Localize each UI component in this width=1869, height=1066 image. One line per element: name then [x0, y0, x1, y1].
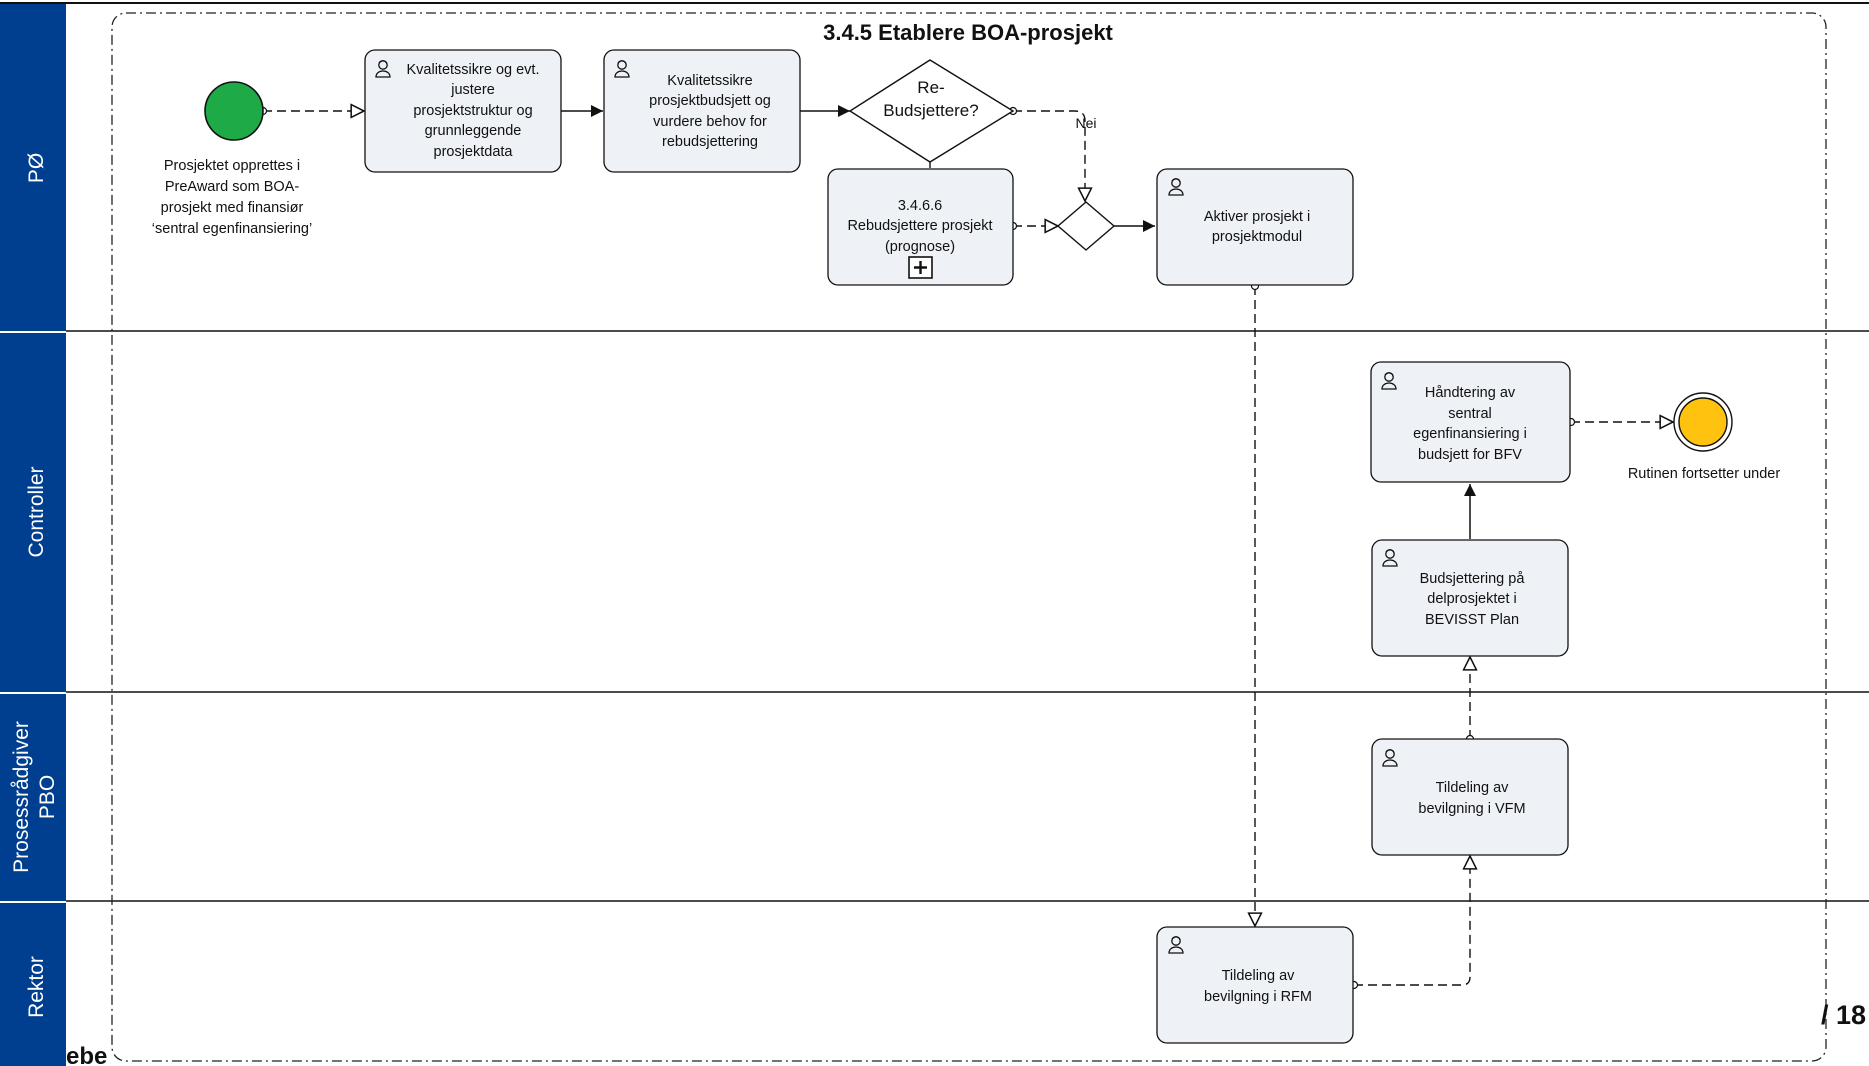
svg-text:vurdere behov for: vurdere behov for [653, 114, 767, 130]
svg-text:Prosjektet opprettes i: Prosjektet opprettes i [164, 158, 300, 174]
lane-label-controller: Controller [25, 466, 48, 557]
edge-label-nei: Nei [1075, 115, 1096, 131]
svg-text:Håndtering av: Håndtering av [1425, 385, 1516, 401]
flow-gateway-nei [1013, 110, 1085, 201]
svg-text:Aktiver prosjekt i: Aktiver prosjekt i [1204, 209, 1310, 225]
svg-text:bevilgning i RFM: bevilgning i RFM [1204, 989, 1312, 1005]
page-number: / 18 [1821, 1000, 1866, 1030]
task-budsjettering-delprosjekt[interactable]: Budsjettering på delprosjektet i BEVISST… [1371, 539, 1569, 657]
svg-text:Budsjettere?: Budsjettere? [883, 101, 978, 120]
svg-text:(prognose): (prognose) [885, 239, 955, 255]
footer-left-text: ebe [66, 1043, 107, 1066]
svg-text:budsjett for BFV: budsjett for BFV [1418, 447, 1522, 463]
lane-label-po: PØ [25, 153, 48, 183]
svg-text:Rebudsjettere prosjekt: Rebudsjettere prosjekt [847, 218, 992, 234]
svg-text:‘sentral egenfinansiering’: ‘sentral egenfinansiering’ [152, 221, 312, 237]
subprocess-rebudsjettere-prosjekt[interactable]: 3.4.6.6 Rebudsjettere prosjekt (prognose… [827, 168, 1014, 286]
task-kvalitetssikre-prosjektbudsjett[interactable]: Kvalitetssikre prosjektbudsjett og vurde… [603, 49, 801, 173]
end-event[interactable] [1673, 392, 1733, 452]
gateway-merge[interactable] [1056, 201, 1116, 251]
svg-text:rebudsjettering: rebudsjettering [662, 134, 758, 150]
task-handtering-egenfinansiering[interactable]: Håndtering av sentral egenfinansiering i… [1370, 361, 1571, 483]
svg-text:bevilgning i VFM: bevilgning i VFM [1418, 801, 1525, 817]
lane-header-rektor: Rektor [0, 903, 66, 1066]
task-tildeling-rfm[interactable]: Tildeling av bevilgning i RFM [1156, 926, 1354, 1044]
svg-text:3.4.6.6: 3.4.6.6 [898, 198, 942, 214]
task-kvalitetssikre-prosjektstruktur[interactable]: Kvalitetssikre og evt. justere prosjekts… [364, 49, 562, 173]
svg-text:prosjektdata: prosjektdata [434, 144, 514, 160]
start-event-label: Prosjektet opprettes i PreAward som BOA-… [152, 158, 312, 237]
svg-text:justere: justere [450, 82, 495, 98]
end-event-label: Rutinen fortsetter under [1628, 466, 1781, 482]
svg-text:BEVISST Plan: BEVISST Plan [1425, 612, 1519, 628]
lane-label-rektor: Rektor [25, 956, 48, 1018]
lane-header-controller: Controller [0, 333, 66, 692]
svg-text:prosjektmodul: prosjektmodul [1212, 229, 1302, 245]
svg-text:Kvalitetssikre: Kvalitetssikre [667, 73, 752, 89]
svg-text:prosjektstruktur og: prosjektstruktur og [413, 103, 532, 119]
svg-text:grunnleggende: grunnleggende [425, 123, 522, 139]
task-aktiver-prosjekt[interactable]: Aktiver prosjekt i prosjektmodul [1156, 168, 1354, 286]
gateway-rebudsjettere[interactable]: Re- Budsjettere? [848, 59, 1015, 163]
svg-text:Budsjettering på: Budsjettering på [1420, 571, 1526, 587]
svg-text:Tildeling av: Tildeling av [1436, 780, 1510, 796]
svg-text:Kvalitetssikre og evt.: Kvalitetssikre og evt. [407, 62, 540, 78]
flow-t8-t7 [1354, 856, 1470, 986]
start-event[interactable] [204, 81, 264, 141]
svg-text:PreAward som BOA-: PreAward som BOA- [165, 179, 299, 195]
group-frame [111, 12, 1827, 1062]
lane-header-prosessradgiver: Prosessrådgiver PBO [0, 694, 66, 901]
lane-label-prosess-line2: PBO [36, 775, 59, 819]
svg-text:sentral: sentral [1448, 406, 1492, 422]
svg-text:prosjekt med finansiør: prosjekt med finansiør [161, 200, 304, 216]
svg-text:egenfinansiering i: egenfinansiering i [1413, 426, 1527, 442]
lane-header-po: PØ [0, 4, 66, 331]
diagram-title: 3.4.5 Etablere BOA-prosjekt [823, 20, 1113, 45]
svg-text:Re-: Re- [917, 78, 944, 97]
svg-text:prosjektbudsjett og: prosjektbudsjett og [649, 93, 771, 109]
svg-text:Tildeling av: Tildeling av [1222, 968, 1296, 984]
task-tildeling-vfm[interactable]: Tildeling av bevilgning i VFM [1371, 738, 1569, 856]
subprocess-plus-icon [908, 256, 933, 279]
svg-text:delprosjektet i: delprosjektet i [1427, 591, 1516, 607]
lane-label-prosess-line1: Prosessrådgiver [10, 721, 33, 873]
